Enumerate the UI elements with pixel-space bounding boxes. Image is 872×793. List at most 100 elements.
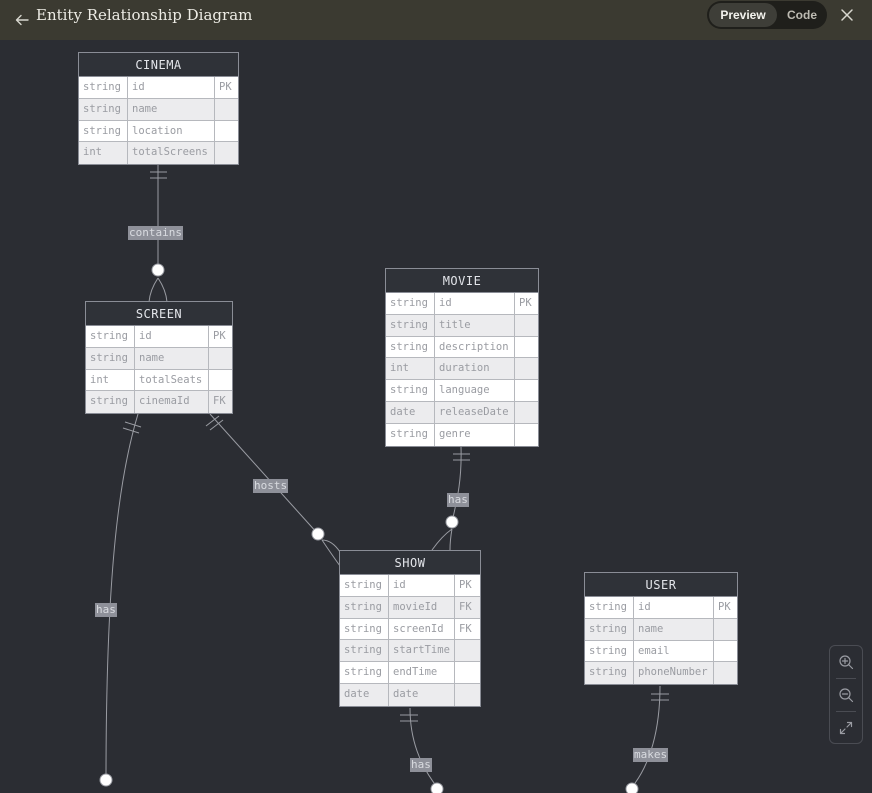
field-key <box>714 662 737 685</box>
zoom-in-icon <box>839 655 854 670</box>
arrow-left-icon <box>15 14 29 26</box>
code-tab[interactable]: Code <box>787 8 817 22</box>
field-key <box>515 358 538 381</box>
field-type: string <box>79 120 128 143</box>
top-bar: Entity Relationship Diagram Preview Code <box>0 0 872 40</box>
field-type: string <box>340 662 389 684</box>
fit-view-button[interactable] <box>830 712 862 744</box>
field-name: endTime <box>389 662 455 684</box>
zoom-in-button[interactable] <box>830 646 862 678</box>
edge-show-down <box>409 707 438 788</box>
page-title: Entity Relationship Diagram <box>36 6 253 24</box>
field-name: screenId <box>389 618 455 641</box>
edge-label-hosts: hosts <box>253 479 289 493</box>
field-key <box>215 120 238 143</box>
entity-title: USER <box>585 573 737 597</box>
field-name: totalSeats <box>135 369 209 392</box>
close-icon <box>841 9 853 21</box>
field-type: string <box>386 293 435 315</box>
field-name: title <box>435 314 515 337</box>
field-key: FK <box>455 618 480 641</box>
field-type: int <box>86 369 135 392</box>
entity-title: CINEMA <box>79 53 238 77</box>
cardinality-circle <box>445 515 459 529</box>
field-name: movieId <box>389 596 455 619</box>
field-type: string <box>79 98 128 121</box>
field-key <box>515 380 538 402</box>
cardinality-circle <box>99 773 113 787</box>
edge-screen-down <box>105 413 139 781</box>
field-name: totalScreens <box>128 142 215 165</box>
zoom-out-button[interactable] <box>830 679 862 711</box>
entity-title: SHOW <box>340 551 480 575</box>
field-key <box>215 98 238 121</box>
back-button[interactable] <box>8 6 36 34</box>
field-name: id <box>435 293 515 315</box>
field-name: name <box>135 347 209 370</box>
field-name: cinemaId <box>135 391 209 414</box>
field-name: description <box>435 336 515 359</box>
field-name: id <box>389 575 455 597</box>
field-name: language <box>435 380 515 402</box>
close-button[interactable] <box>834 2 860 28</box>
field-key: PK <box>209 326 232 348</box>
field-type: string <box>585 640 634 663</box>
field-type: string <box>585 618 634 641</box>
field-name: id <box>135 326 209 348</box>
field-type: string <box>585 662 634 685</box>
entity-title: SCREEN <box>86 302 232 326</box>
field-key <box>515 401 538 424</box>
field-type: date <box>340 683 389 706</box>
field-type: string <box>386 314 435 337</box>
field-type: string <box>340 575 389 597</box>
field-key <box>455 640 480 663</box>
preview-tab[interactable]: Preview <box>709 3 777 27</box>
field-key <box>714 618 737 641</box>
edge-label-screen-has: has <box>95 603 117 617</box>
field-key: PK <box>215 77 238 99</box>
field-name: date <box>389 683 455 706</box>
field-key: PK <box>515 293 538 315</box>
field-type: date <box>386 401 435 424</box>
diagram-canvas[interactable]: contains has hosts has has makes CINEMA … <box>0 40 872 793</box>
view-toggle: Preview Code <box>707 1 827 29</box>
field-type: string <box>86 391 135 414</box>
field-name: genre <box>435 423 515 446</box>
divider <box>836 711 856 712</box>
field-name: duration <box>435 358 515 381</box>
field-key <box>515 423 538 446</box>
edge-user-down <box>631 685 661 788</box>
field-key: FK <box>455 596 480 619</box>
field-name: startTime <box>389 640 455 663</box>
expand-icon <box>839 721 853 735</box>
edge-label-contains: contains <box>128 226 183 240</box>
field-key: FK <box>209 391 232 414</box>
field-type: string <box>386 336 435 359</box>
field-name: email <box>634 640 714 663</box>
field-key <box>515 314 538 337</box>
edge-screen-show <box>209 413 319 535</box>
edge-movie-show <box>451 446 462 523</box>
edge-label-show-has: has <box>410 758 432 772</box>
